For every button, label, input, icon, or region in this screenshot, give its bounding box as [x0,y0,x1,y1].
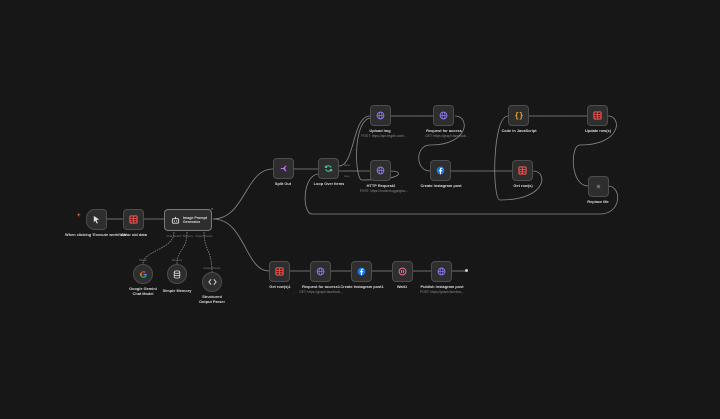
node-label-image-prompt: Image Prompt Generator [183,215,207,224]
node-get-rows1[interactable] [269,261,290,282]
table-grid-icon [275,267,284,276]
node-structured-output-parser[interactable] [202,272,222,292]
code-brackets-icon [207,279,217,285]
split-out-icon [280,165,287,172]
table-grid-icon [518,166,527,175]
node-simple-memory[interactable] [167,264,187,284]
node-label-create-ig-post: Create Instagram post [420,183,462,188]
tag-gemini: Model [139,258,147,262]
facebook-icon [436,166,445,175]
node-label-update-rows: Update row(s) [585,128,611,133]
node-label-split-out: Split Out [274,181,292,186]
node-sub-http-request2: POST: https://router.huggingfac... [359,189,409,193]
node-label-publish-ig: Publish Instagram post [420,284,464,289]
curly-braces-icon: {} [514,111,523,120]
wire-agent-gemini [142,231,175,265]
google-g-icon [139,270,147,278]
table-grid-icon [129,215,138,224]
handle-label-output-parser: Output Parser [195,234,213,238]
node-image-prompt-generator[interactable]: Image Prompt Generator [164,209,212,231]
add-trigger-plus-icon[interactable]: + [77,213,81,219]
pause-circle-icon [398,267,407,276]
node-create-instagram-post1[interactable] [351,261,372,282]
node-sub-upload-img: POST: https://api.imgbb.com/... [361,134,407,138]
globe-icon [376,166,385,175]
tag-memory: Memory [171,258,183,262]
node-sub-request-for-access: GET: https://graph.facebook... [425,134,469,138]
node-label-get-rows: Get row(s) [513,183,533,188]
refresh-loop-icon [324,165,333,172]
cursor-click-icon [93,215,100,224]
node-clear-old-data[interactable] [123,209,144,230]
node-publish-instagram-post[interactable] [431,261,452,282]
node-label-parser: Structured Output Parser [199,294,225,304]
robot-icon [171,216,180,224]
node-sub-request-for-access1: GET: https://graph.facebook... [299,290,343,294]
node-label-create-ig-post1: Create Instagram post1 [340,284,384,289]
node-label-memory: Simple Memory [162,288,192,293]
node-sub-publish-ig: POST: https://graph.faceboo... [419,290,465,294]
node-label-loop: Loop Over Items [313,181,345,186]
node-label-replace-me: Replace Me [587,199,609,204]
globe-icon [439,111,448,120]
node-label-request-for-access: Request for access [426,128,462,133]
handle-label-loop: loop [344,174,350,178]
globe-icon [316,267,325,276]
node-label-code-js: Code in JavaScript [501,128,537,133]
node-loop-over-items[interactable] [318,158,339,179]
output-endpoint-dot[interactable] [465,269,468,272]
wire-http2-upload [356,117,400,181]
database-icon [173,270,181,279]
node-request-for-access1[interactable] [310,261,331,282]
node-label-upload-img: Upload Img [369,128,391,133]
node-get-rows[interactable] [512,160,533,181]
node-request-for-access[interactable] [433,105,454,126]
globe-icon [376,111,385,120]
node-trigger[interactable] [86,209,107,230]
node-http-request2[interactable] [370,160,391,181]
node-label-trigger: When clicking 'Execute workflow' [65,232,127,237]
globe-icon [437,267,446,276]
node-create-instagram-post[interactable] [430,160,451,181]
wire-update-replace [572,115,617,187]
wire-agent-memory [176,231,188,265]
tag-output-parser: Output Parser [203,266,221,270]
node-label-get-rows1: Get row(s)1 [269,284,291,289]
dot-placeholder-icon [596,184,601,189]
node-code-in-javascript[interactable]: {} [508,105,529,126]
node-upload-img[interactable] [370,105,391,126]
handle-label-memory: Memory [182,234,194,238]
node-replace-me[interactable] [588,176,609,197]
wire-request-create [418,115,465,172]
wire-agent-splitout [212,168,274,220]
node-google-gemini-chat-model[interactable] [133,264,153,284]
facebook-icon [357,267,366,276]
svg-text:{}: {} [514,111,523,120]
node-label-clear-old-data: Clear old data [121,232,147,237]
handle-label-chat-model: Chat Model* [166,234,182,238]
wire-replace-loop [304,173,618,215]
node-close-icon[interactable]: × [211,206,214,211]
node-label-http-request2: HTTP Request2 [366,183,396,188]
node-label-wait1: Wait1 [396,284,408,289]
handle-label-done: done [343,163,351,167]
wire-getrows-code [494,115,543,201]
node-update-rows[interactable] [587,105,608,126]
wire-agent-getrows1 [212,218,270,272]
node-wait1[interactable] [392,261,413,282]
node-label-gemini: Google Gemini Chat Model [129,286,157,296]
table-grid-icon [593,111,602,120]
wire-loop-upload [338,115,371,167]
node-label-request-for-access1: Request for access1 [302,284,340,289]
wire-agent-parser [203,231,213,273]
node-split-out[interactable] [273,158,294,179]
